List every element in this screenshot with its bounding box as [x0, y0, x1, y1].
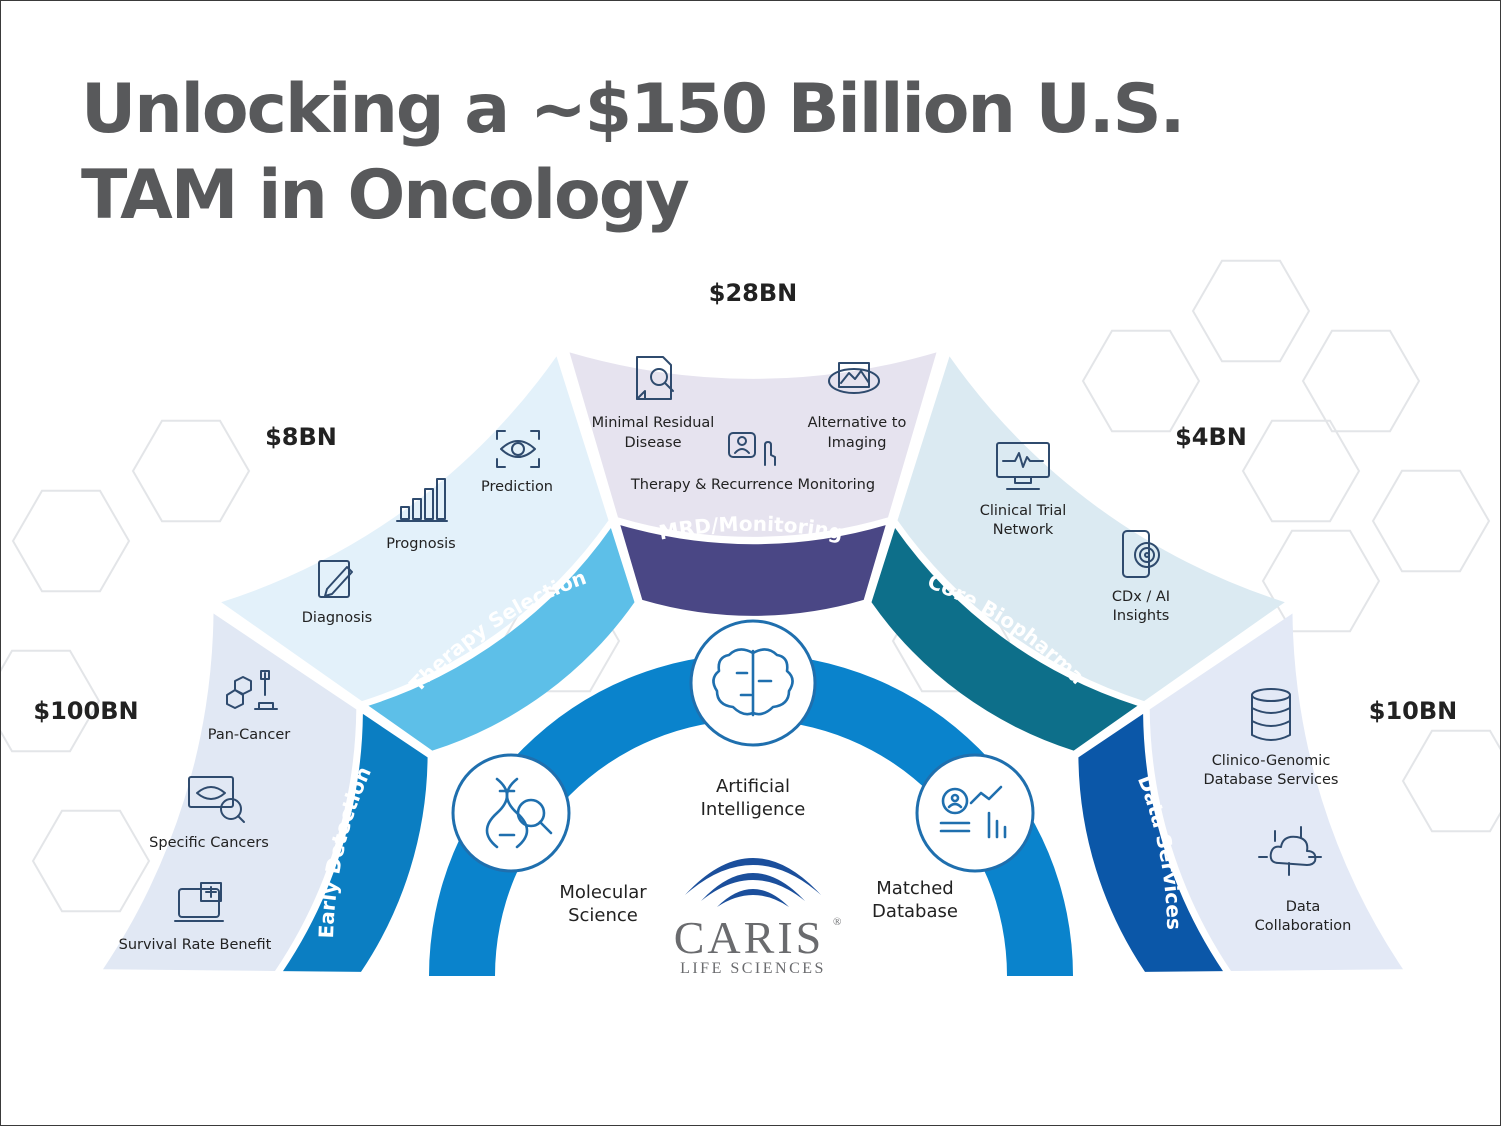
database-icon: [1251, 688, 1291, 741]
core-node-matched: [915, 753, 1035, 873]
logo-wordmark: CARIS: [674, 912, 824, 963]
cloud-network-icon: [1258, 826, 1322, 876]
item-label-alternative-line-1: Alternative to: [808, 415, 907, 431]
hexagon-shape: [1241, 419, 1361, 523]
item-label-data-collab-line-2: Collaboration: [1255, 918, 1352, 934]
hexagon-shape: [1371, 469, 1491, 573]
hexagon-shape: [1191, 259, 1311, 363]
medical-monitor-icon: [174, 882, 224, 922]
item-label-prognosis: Prognosis: [386, 536, 455, 552]
core-capabilities: Molecular Science Artificial Intelligenc…: [429, 619, 1073, 976]
heart-monitor-icon: [996, 442, 1050, 490]
hexagon-shape: [11, 489, 131, 593]
segment-amounts: $100BN $8BN $28BN $4BN $10BN: [33, 279, 1457, 725]
hexagon-shape: [1301, 329, 1421, 433]
early-detection-items: Pan-Cancer Specific Cancers Survival Rat…: [119, 670, 290, 953]
core-node-molecular: [451, 753, 571, 873]
core-label-ai-line-1: Artificial: [716, 776, 790, 797]
caris-logo-arcs: [685, 858, 821, 907]
item-label-alternative-line-2: Imaging: [828, 435, 887, 451]
image-rotate-icon: [828, 362, 880, 394]
segment-band-early-detection: [283, 713, 428, 972]
amount-data-services: $10BN: [1369, 697, 1457, 725]
title-line-2: TAM in Oncology: [81, 156, 690, 235]
core-node-ai: [689, 619, 817, 747]
amount-early-detection: $100BN: [33, 697, 138, 725]
segment-area-core-biopharma: [897, 356, 1285, 702]
item-label-prediction: Prediction: [481, 479, 553, 495]
logo-tagline: LIFE SCIENCES: [680, 960, 826, 977]
segment-band-data-services: [1078, 713, 1223, 972]
item-label-clinical-trial-line-1: Clinical Trial: [980, 503, 1067, 519]
hexagon-shape: [131, 419, 251, 523]
segment-band-core-biopharma: [871, 528, 1138, 751]
item-label-diagnosis: Diagnosis: [302, 610, 372, 626]
chromosome-screen-icon: [188, 776, 245, 823]
eye-scan-icon: [496, 430, 540, 468]
clipboard-pen-icon: [318, 560, 353, 598]
core-label-matched-line-2: Database: [872, 901, 958, 922]
bar-chart-icon: [396, 478, 448, 522]
core-label-ai-line-2: Intelligence: [701, 799, 806, 820]
item-label-clinico-genomic-line-1: Clinico-Genomic: [1212, 753, 1331, 769]
caris-logo: CARIS ® LIFE SCIENCES: [674, 858, 841, 977]
document-magnifier-icon: [636, 356, 674, 400]
hexagon-shape: [1261, 529, 1381, 633]
hexagon-shape: [1081, 329, 1201, 433]
patient-touch-icon: [728, 432, 776, 466]
amount-therapy-selection: $8BN: [265, 423, 337, 451]
therapy-selection-items: Diagnosis Prognosis Prediction: [302, 430, 553, 626]
item-label-therapy-recurrence: Therapy & Recurrence Monitoring: [630, 477, 875, 493]
hexagon-shape: [1, 649, 101, 753]
item-label-data-collab-line-1: Data: [1286, 899, 1321, 915]
logo-registered-mark: ®: [833, 916, 841, 928]
page-title: Unlocking a ~$150 Billion U.S. TAM in On…: [81, 67, 1185, 239]
item-label-survival-rate-benefit: Survival Rate Benefit: [119, 937, 272, 953]
item-label-specific-cancers: Specific Cancers: [149, 835, 269, 851]
amount-core-biopharma: $4BN: [1175, 423, 1247, 451]
item-label-clinical-trial-line-2: Network: [993, 522, 1054, 538]
segment-bands: [283, 525, 1223, 972]
core-biopharma-items: Clinical Trial Network CDx / AI Insights: [980, 442, 1170, 624]
item-label-pan-cancer: Pan-Cancer: [208, 727, 290, 743]
segment-band-therapy-selection: [368, 528, 635, 751]
segment-area-data-services: [1149, 613, 1403, 971]
amount-mrd-monitoring: $28BN: [709, 279, 797, 307]
phone-fingerprint-icon: [1122, 530, 1160, 578]
analytics-person-icon: [939, 785, 1007, 839]
title-line-1: Unlocking a ~$150 Billion U.S.: [81, 70, 1185, 149]
data-services-items: Clinico-Genomic Database Services Data C…: [1204, 688, 1352, 934]
core-label-matched-line-1: Matched: [876, 878, 953, 899]
item-label-cdx-line-1: CDx / AI: [1112, 589, 1170, 605]
core-label-molecular-line-1: Molecular: [559, 882, 647, 903]
segment-area-early-detection: [103, 613, 357, 971]
segment-band-mrd-monitoring: [620, 525, 886, 616]
band-label-mrd-monitoring: MRD/Monitoring: [657, 512, 845, 545]
item-label-cdx-line-2: Insights: [1113, 608, 1170, 624]
brain-icon: [712, 648, 794, 717]
core-ring: [429, 654, 1073, 976]
hexagon-shape: [31, 809, 151, 913]
core-label-molecular-line-2: Science: [568, 905, 638, 926]
mrd-monitoring-items: Minimal Residual Disease Alternative to …: [592, 356, 907, 493]
dna-magnifier-icon: [485, 777, 553, 849]
item-label-minimal-residual-line-1: Minimal Residual: [592, 415, 715, 431]
molecule-microscope-icon: [226, 670, 278, 710]
hexagon-shape: [1401, 729, 1500, 833]
item-label-minimal-residual-line-2: Disease: [624, 435, 681, 451]
item-label-clinico-genomic-line-2: Database Services: [1204, 772, 1339, 788]
